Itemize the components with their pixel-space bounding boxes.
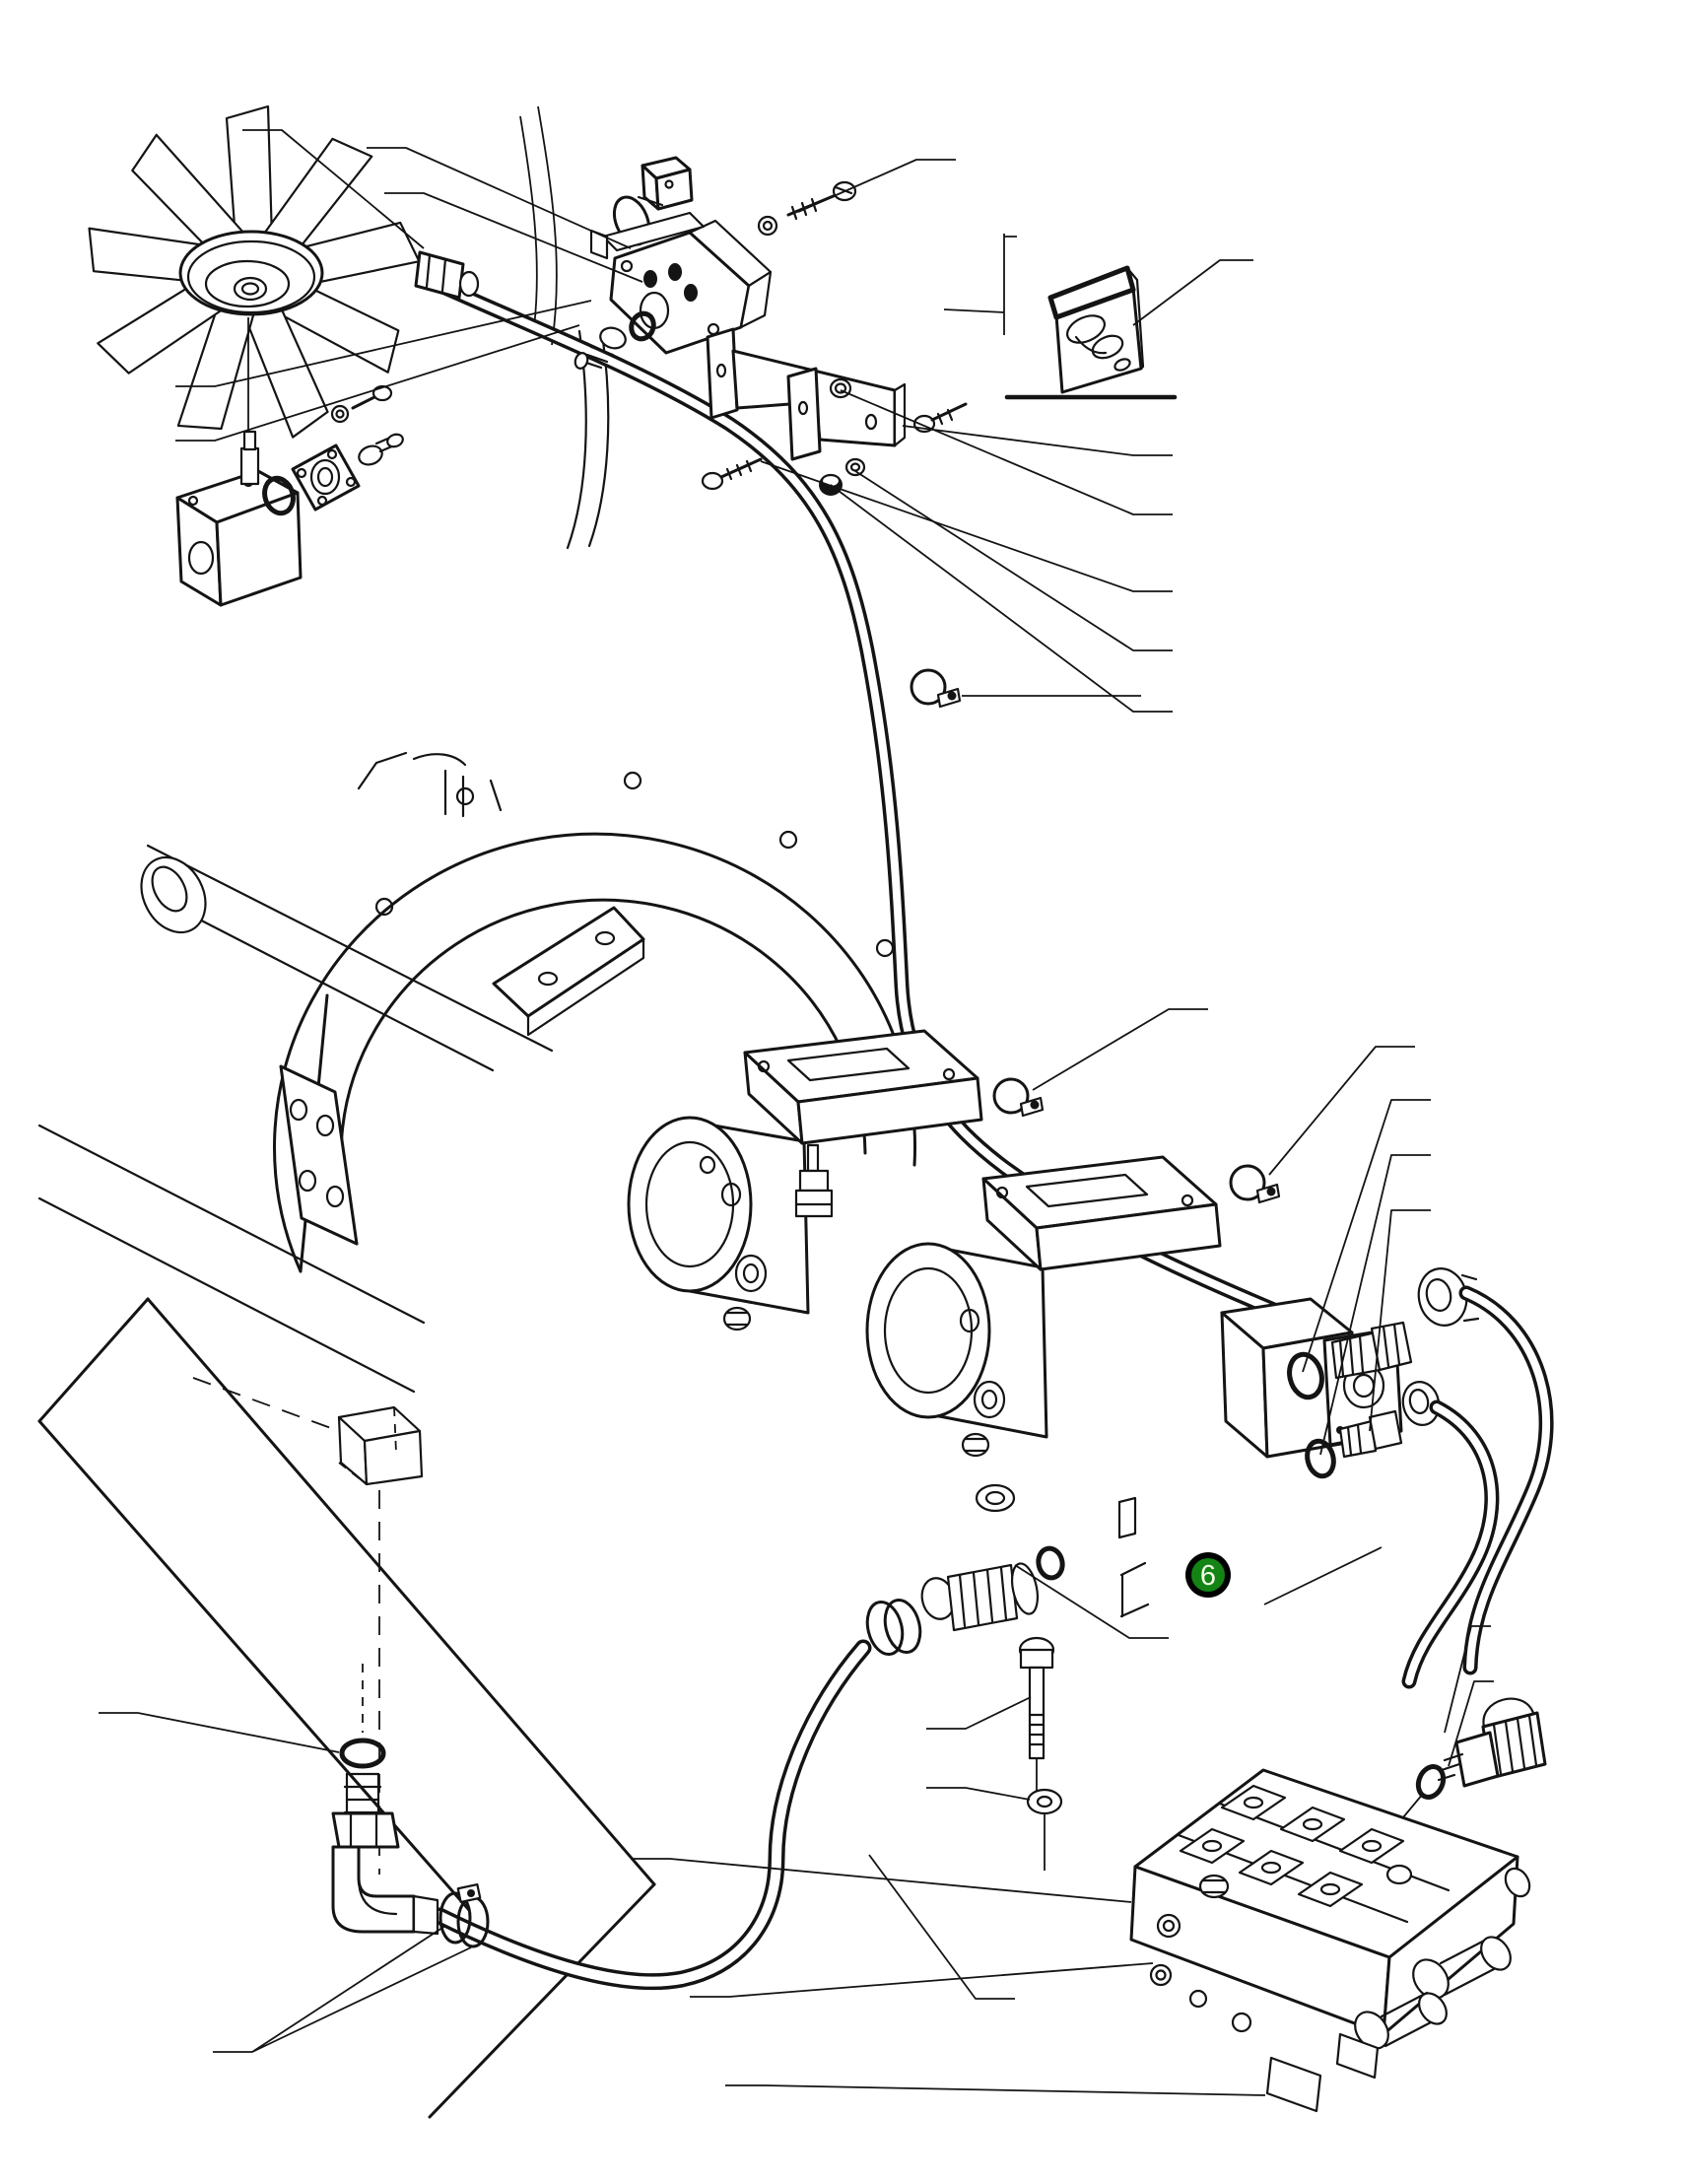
lower-suction-hose xyxy=(431,1639,872,1991)
fan-motor-bolt xyxy=(330,384,393,424)
bell-housing xyxy=(273,771,921,1273)
cooling-fan xyxy=(88,104,421,439)
pilot-valve-nipple xyxy=(794,1143,834,1218)
outlet-adapter-1 xyxy=(1330,1321,1413,1380)
suction-coupling xyxy=(865,1483,1137,1657)
engine-block-sketch xyxy=(357,105,610,818)
pump-foot-sketch xyxy=(1119,1546,1383,1618)
outlet-adapter-2 xyxy=(1338,1409,1403,1459)
p-clamp-3 xyxy=(1229,1164,1281,1204)
fan-motor xyxy=(175,430,303,607)
tandem-pump-assembly xyxy=(627,1029,1403,1657)
valve-side-ports xyxy=(1149,1913,1252,2033)
outlet-o-ring-2 xyxy=(1305,1438,1336,1479)
fan-motor-o-ring xyxy=(262,475,296,516)
valve-inlet-fitting xyxy=(574,326,627,370)
fan-motor-assembly xyxy=(175,317,404,607)
valve-o-ring xyxy=(629,310,656,342)
fan-motor-flange xyxy=(291,444,361,512)
bracket-nut xyxy=(829,377,852,399)
callout-label: 6 xyxy=(1200,1560,1216,1592)
valve-section-caps xyxy=(1179,1784,1405,1908)
hose-bracket-assembly xyxy=(701,327,968,496)
upper-hose-elbow-fitting xyxy=(414,250,480,300)
tank-elbow-fitting xyxy=(331,1664,490,1948)
outlet-o-ring-1 xyxy=(1287,1351,1324,1400)
leader-lines xyxy=(99,129,1494,2096)
valve-spool-caps xyxy=(1354,1936,1512,2050)
tank-port-block xyxy=(337,1405,424,1486)
hose-clamps xyxy=(910,668,1281,1204)
valve-mounting-bolt xyxy=(1018,1636,1063,1871)
p-clamp-2 xyxy=(992,1077,1045,1118)
hose-nut-2 xyxy=(1401,1381,1441,1426)
hydraulic-tank xyxy=(37,1297,656,2119)
fan-motor-fitting xyxy=(358,433,404,466)
bracket-bolt-left xyxy=(701,457,763,491)
callout-marker-6: 6 xyxy=(1185,1552,1231,1598)
rear-pump xyxy=(865,1155,1222,1458)
p-clamp-1 xyxy=(910,668,962,709)
pump-outlet-fittings xyxy=(1287,1267,1480,1479)
seal-kit-bag xyxy=(1047,265,1145,394)
front-pump xyxy=(627,1029,983,1331)
test-port-o-ring xyxy=(1415,1763,1447,1801)
elbow-o-ring xyxy=(339,1738,386,1769)
seal-kit-bracket-lines xyxy=(943,234,1178,400)
test-port-fitting xyxy=(1392,1697,1547,1830)
valve-bolt-washer xyxy=(1026,1788,1063,1815)
chassis-frame-rails xyxy=(37,844,554,1394)
control-valve xyxy=(1129,1768,1531,2113)
hose-clamp-tank xyxy=(439,1882,490,1948)
right-hoses xyxy=(1401,1285,1554,1689)
valve-bolt-washer xyxy=(757,215,778,237)
callout-disc xyxy=(1191,1558,1225,1592)
bracket-washer xyxy=(844,457,866,477)
